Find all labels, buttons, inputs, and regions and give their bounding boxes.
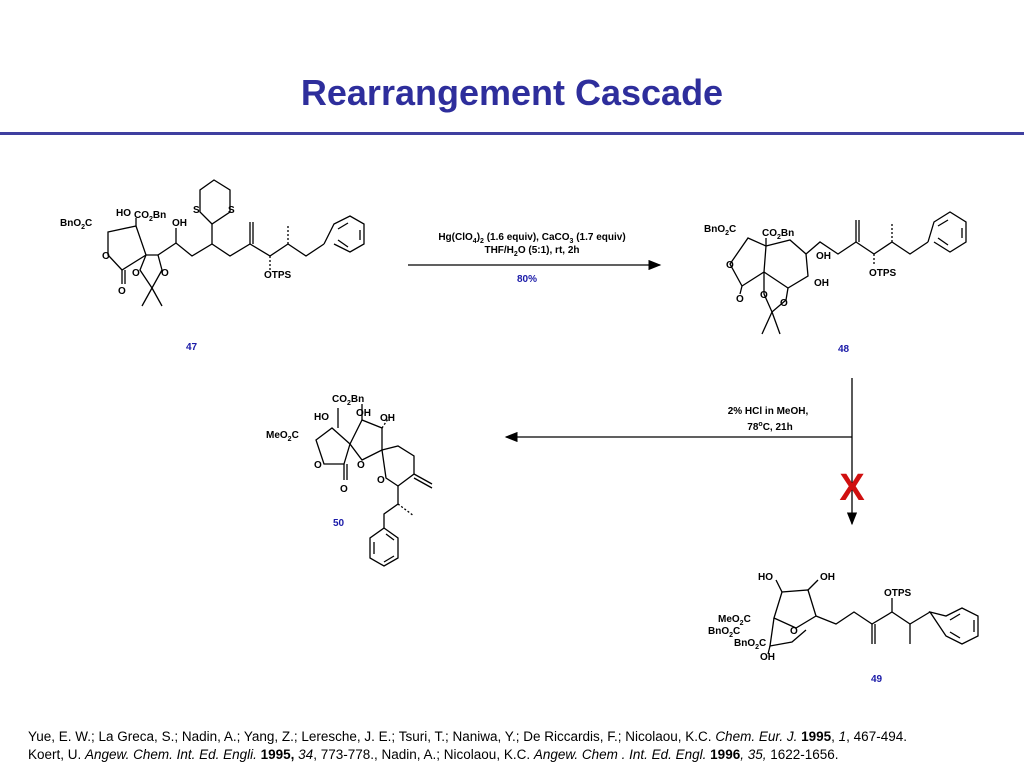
compound-47-labels: BnO2C HO CO2Bn OH S S O O O O OTPS bbox=[60, 205, 292, 297]
title-divider bbox=[0, 132, 1024, 135]
ring-oxygen: O bbox=[726, 260, 734, 271]
compound-number-49: 49 bbox=[871, 674, 883, 685]
compound-47 bbox=[107, 179, 365, 307]
page-title: Rearrangement Cascade bbox=[300, 72, 724, 113]
oh-bottom-label: OH bbox=[814, 278, 829, 289]
reaction-1-conditions: Hg(ClO4)2 (1.6 equiv), CaCO3 (1.7 equiv)… bbox=[438, 232, 625, 285]
carbonyl-oxygen: O bbox=[736, 294, 744, 305]
meo2c-label: MeO2C bbox=[266, 430, 299, 443]
bno2c-label-1: BnO2C bbox=[708, 626, 740, 639]
oh-top-label: OH bbox=[816, 251, 831, 262]
ring-oxygen: O bbox=[790, 626, 798, 637]
sulfur-left: S bbox=[193, 205, 200, 216]
meo2c-label: MeO2C bbox=[718, 614, 751, 627]
acetal-oxygen-right: O bbox=[780, 298, 788, 309]
carbonyl-oxygen: O bbox=[118, 286, 126, 297]
spiro-oxygen: O bbox=[357, 460, 365, 471]
reaction-1-yield: 80% bbox=[517, 274, 537, 285]
acetal-oxygen-left: O bbox=[132, 268, 140, 279]
svg-text:Hg(ClO4)2 (1.6 equiv), CaCO3 (: Hg(ClO4)2 (1.6 equiv), CaCO3 (1.7 equiv) bbox=[438, 232, 625, 245]
sulfur-right: S bbox=[228, 205, 235, 216]
compound-number-47: 47 bbox=[186, 342, 198, 353]
reference-1: Yue, E. W.; La Greca, S.; Nadin, A.; Yan… bbox=[28, 729, 907, 744]
pyran-oxygen: O bbox=[377, 475, 385, 486]
compound-48 bbox=[729, 211, 967, 335]
acetal-oxygen-left: O bbox=[760, 290, 768, 301]
svg-text:78oC, 21h: 78oC, 21h bbox=[747, 421, 792, 433]
otps-label: OTPS bbox=[884, 588, 912, 599]
bno2c-label-2: BnO2C bbox=[734, 638, 766, 651]
failure-mark: X bbox=[839, 467, 865, 509]
reaction-scheme: BnO2C HO CO2Bn OH S S O O O O OTPS 47 Hg… bbox=[60, 179, 979, 685]
compound-number-48: 48 bbox=[838, 344, 850, 355]
oh-top-label: OH bbox=[820, 572, 835, 583]
ho-label: HO bbox=[116, 208, 131, 219]
references: Yue, E. W.; La Greca, S.; Nadin, A.; Yan… bbox=[28, 728, 1008, 764]
co2bn-label: CO2Bn bbox=[762, 228, 794, 241]
otps-label: OTPS bbox=[264, 270, 292, 281]
oh-right-label: OH bbox=[380, 413, 395, 424]
compound-50-labels: CO2Bn HO OH OH MeO2C O O O O bbox=[266, 394, 395, 495]
acetal-oxygen-right: O bbox=[161, 268, 169, 279]
carbonyl-oxygen: O bbox=[340, 484, 348, 495]
svg-text:THF/H2O (5:1), rt, 2h: THF/H2O (5:1), rt, 2h bbox=[484, 245, 579, 258]
compound-50 bbox=[315, 404, 433, 567]
compound-number-50: 50 bbox=[333, 518, 345, 529]
reaction-2-conditions: 2% HCl in MeOH, 78oC, 21h bbox=[728, 406, 809, 433]
co2bn-label: CO2Bn bbox=[332, 394, 364, 407]
ho-label: HO bbox=[758, 572, 773, 583]
compound-49-labels: HO OH OTPS MeO2C BnO2C BnO2C O OH bbox=[708, 572, 912, 663]
ho-label: HO bbox=[314, 412, 329, 423]
oh-mid-label: OH bbox=[356, 408, 371, 419]
otps-label: OTPS bbox=[869, 268, 897, 279]
lactone-oxygen: O bbox=[314, 460, 322, 471]
bno2c-label: BnO2C bbox=[704, 224, 736, 237]
svg-text:2% HCl in MeOH,: 2% HCl in MeOH, bbox=[728, 406, 809, 417]
compound-49 bbox=[767, 579, 979, 655]
compound-48-labels: BnO2C CO2Bn OH OH O O O O OTPS bbox=[704, 224, 897, 309]
bno2c-label: BnO2C bbox=[60, 218, 92, 231]
ring-oxygen: O bbox=[102, 251, 110, 262]
reference-2: Koert, U. Angew. Chem. Int. Ed. Engli. 1… bbox=[28, 747, 839, 762]
co2bn-label: CO2Bn bbox=[134, 210, 166, 223]
oh-bottom-label: OH bbox=[760, 652, 775, 663]
oh-label: OH bbox=[172, 218, 187, 229]
